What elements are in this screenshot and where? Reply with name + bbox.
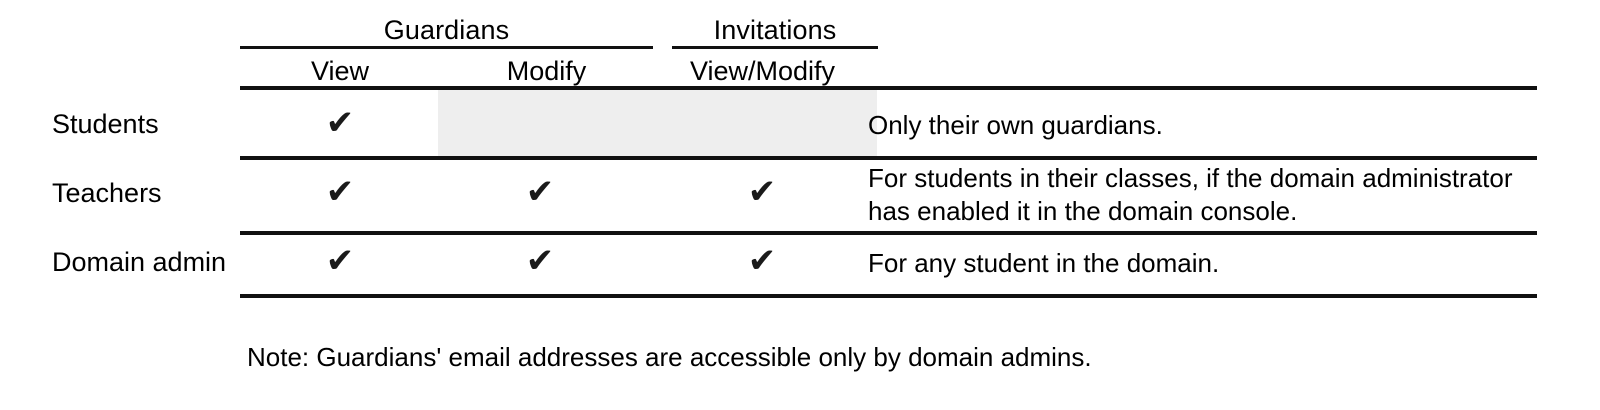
column-header-view: View — [310, 56, 370, 86]
group-rule-invitations — [672, 46, 878, 49]
row-label-students: Students — [52, 109, 159, 139]
checkmark-icon-domain-admin-invitations: ✔ — [747, 241, 777, 281]
table-rule-row-1 — [240, 156, 1537, 160]
group-rule-guardians — [240, 46, 653, 49]
table-rule-top — [240, 86, 1537, 90]
checkmark-icon-students-guardians-view: ✔ — [325, 103, 355, 143]
group-header-guardians: Guardians — [383, 15, 510, 45]
disabled-cell-students-modify — [438, 90, 877, 156]
table-rule-bottom — [240, 294, 1537, 298]
description-domain-admin: For any student in the domain. — [868, 248, 1220, 278]
row-label-teachers: Teachers — [52, 178, 162, 208]
checkmark-icon-domain-admin-guardians-view: ✔ — [325, 241, 355, 281]
table-rule-row-2 — [240, 231, 1537, 235]
group-header-invitations: Invitations — [713, 15, 837, 45]
table-footnote: Note: Guardians' email addresses are acc… — [247, 342, 1092, 372]
checkmark-icon-teachers-guardians-view: ✔ — [325, 172, 355, 212]
column-header-view-modify: View/Modify — [689, 56, 836, 86]
checkmark-icon-domain-admin-guardians-modify: ✔ — [525, 241, 555, 281]
checkmark-icon-teachers-invitations: ✔ — [747, 172, 777, 212]
description-students: Only their own guardians. — [868, 110, 1163, 140]
description-teachers-line-2: has enabled it in the domain console. — [868, 196, 1298, 226]
description-teachers-line-1: For students in their classes, if the do… — [868, 163, 1513, 193]
checkmark-icon-teachers-guardians-modify: ✔ — [525, 172, 555, 212]
column-header-modify: Modify — [506, 56, 587, 86]
row-label-domain-admin: Domain admin — [52, 247, 227, 277]
